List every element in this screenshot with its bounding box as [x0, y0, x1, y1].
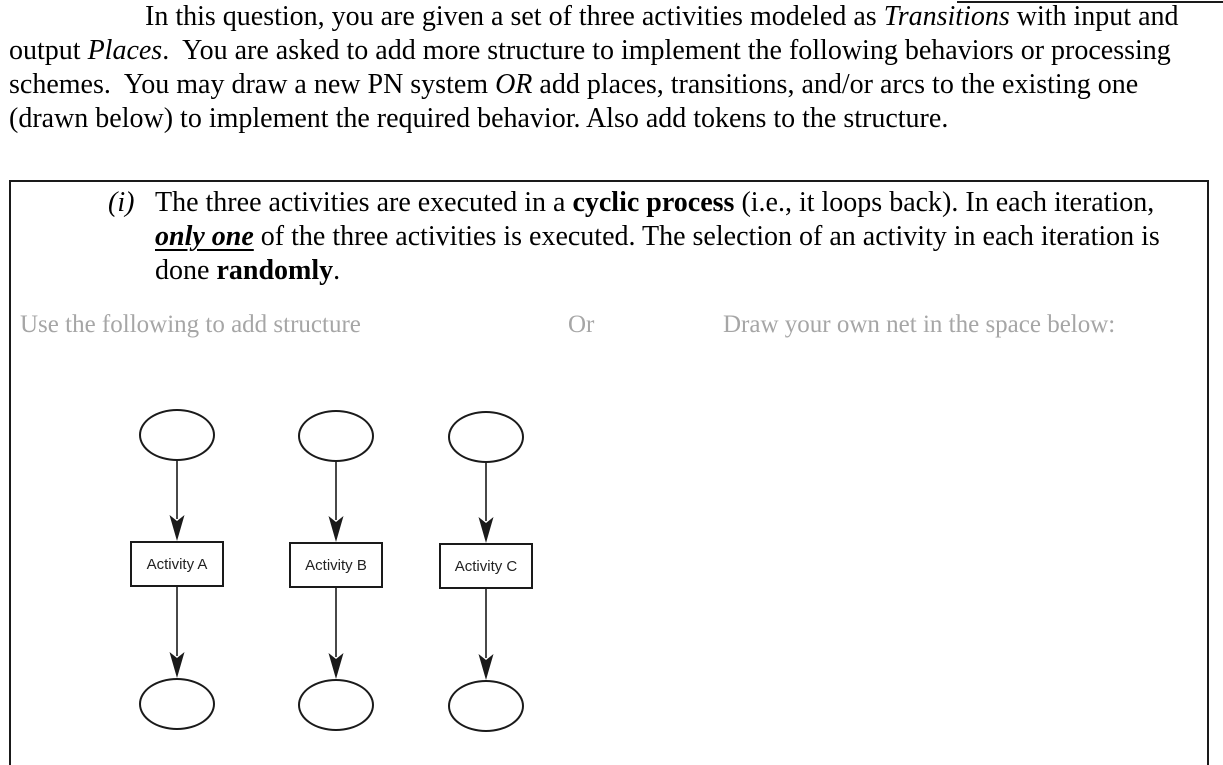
text-segment: done — [155, 255, 217, 286]
transition-activity-c: Activity C — [439, 543, 533, 589]
text-segment: output — [9, 35, 88, 66]
text-segment: add places, transitions, and/or arcs to … — [532, 69, 1139, 100]
arrow-head — [169, 515, 185, 541]
arc-output-a-icon — [169, 587, 185, 678]
text-segment: Transitions — [883, 1, 1010, 32]
intro-paragraph: In this question, you are given a set of… — [9, 0, 1219, 136]
arc-input-c-icon — [478, 463, 494, 543]
text-line: (drawn below) to implement the required … — [9, 102, 1219, 136]
hint-draw-own-net: Draw your own net in the space below: — [723, 311, 1116, 338]
output-place-a — [139, 678, 215, 730]
text-line: output Places. You are asked to add more… — [9, 34, 1219, 68]
question-number: (i) — [108, 187, 135, 218]
text-segment: of the three activities is executed. The… — [253, 221, 1160, 252]
arrow-head — [478, 654, 494, 680]
question-box: (i) The three activities are executed in… — [9, 180, 1209, 765]
input-place-a — [139, 409, 215, 461]
input-place-b — [298, 410, 374, 462]
text-segment: with input and — [1009, 1, 1179, 32]
text-segment: cyclic process — [572, 187, 735, 218]
text-segment: . You are asked to add more structure to… — [162, 35, 1171, 66]
text-segment: only one — [155, 221, 254, 252]
text-segment: (i.e., it loops back). In each iteration… — [734, 187, 1155, 218]
text-line: The three activities are executed in a c… — [155, 186, 1160, 220]
text-line: In this question, you are given a set of… — [9, 0, 1219, 34]
arc-input-b-icon — [328, 462, 344, 542]
text-segment: . — [333, 255, 341, 286]
text-segment: schemes. You may draw a new PN system — [9, 69, 496, 100]
text-segment: randomly — [216, 255, 334, 286]
petri-net-column-a: Activity A — [130, 409, 224, 730]
text-line: only one of the three activities is exec… — [155, 220, 1160, 254]
question-text: The three activities are executed in a c… — [155, 186, 1160, 288]
text-line: done randomly. — [155, 254, 1160, 288]
text-segment: Places — [87, 35, 163, 66]
arc-output-b-icon — [328, 588, 344, 679]
output-place-b — [298, 679, 374, 731]
input-place-c — [448, 411, 524, 463]
output-place-c — [448, 680, 524, 732]
transition-label: Activity C — [454, 557, 518, 575]
arrow-head — [478, 517, 494, 543]
question-item: (i) The three activities are executed in… — [108, 186, 1160, 288]
cropped-header-rule — [957, 1, 1223, 3]
text-segment: OR — [495, 69, 533, 100]
text-segment: In this question, you are given a set of… — [145, 1, 884, 32]
text-segment: (drawn below) to implement the required … — [9, 103, 949, 134]
petri-net-column-b: Activity B — [289, 410, 383, 731]
transition-activity-a: Activity A — [130, 541, 224, 587]
arc-input-a-icon — [169, 461, 185, 541]
transition-label: Activity B — [305, 556, 367, 574]
arrow-head — [328, 516, 344, 542]
arrow-head — [328, 653, 344, 679]
text-line: schemes. You may draw a new PN system OR… — [9, 68, 1219, 102]
petri-net-column-c: Activity C — [439, 411, 533, 732]
arrow-head — [169, 652, 185, 678]
text-segment: The three activities are executed in a — [155, 187, 573, 218]
hint-use-structure: Use the following to add structure — [20, 311, 361, 338]
transition-label: Activity A — [146, 555, 208, 573]
hint-or: Or — [568, 311, 595, 338]
transition-activity-b: Activity B — [289, 542, 383, 588]
arc-output-c-icon — [478, 589, 494, 680]
